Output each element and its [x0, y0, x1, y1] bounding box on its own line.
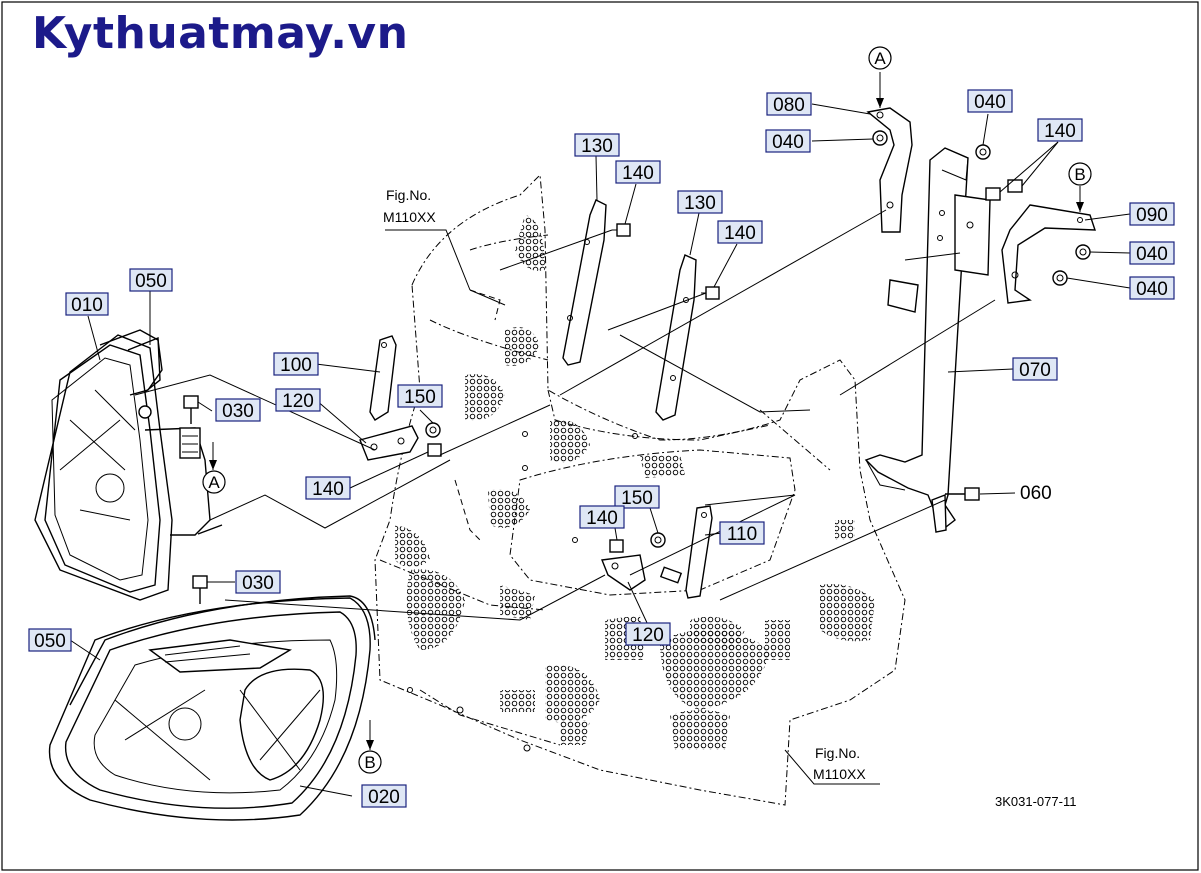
screw-030-upper [183, 395, 199, 424]
bolt-140-upper-right [701, 286, 720, 300]
part-label-050-lower[interactable]: 050 [34, 631, 66, 652]
part-label-070[interactable]: 070 [1019, 360, 1051, 381]
ref-letter-b-right: B [1074, 165, 1085, 184]
ref-letter-a-left: A [208, 473, 220, 492]
bracket-130-right [655, 254, 697, 421]
headlight-020 [48, 597, 371, 821]
nut-040-d [1052, 270, 1068, 286]
fig-ref-top-line2: M110XX [383, 209, 436, 225]
bracket-110 [659, 505, 713, 599]
nut-150-center [650, 532, 666, 548]
bolt-140-right-b [1007, 179, 1023, 193]
bracket-130-left [562, 199, 607, 366]
part-label-100[interactable]: 100 [280, 355, 312, 376]
leader-lines [69, 72, 1131, 797]
bracket-080 [866, 107, 913, 233]
part-label-140-center[interactable]: 140 [586, 508, 618, 529]
part-label-140-left[interactable]: 140 [312, 479, 344, 500]
part-label-120-left[interactable]: 120 [282, 391, 314, 412]
part-label-040-c[interactable]: 040 [1136, 244, 1168, 265]
part-label-140-upper-left[interactable]: 140 [622, 163, 654, 184]
gasket-050-upper [99, 329, 163, 396]
fig-ref-bottom-line2: M110XX [813, 766, 866, 782]
part-label-120-center[interactable]: 120 [632, 625, 664, 646]
part-label-010[interactable]: 010 [71, 295, 103, 316]
part-label-030-lower[interactable]: 030 [242, 573, 274, 594]
nut-040-c [1075, 244, 1091, 260]
ref-circle-a-left: A [202, 470, 226, 494]
part-label-040-b[interactable]: 040 [772, 132, 804, 153]
part-label-150-center[interactable]: 150 [621, 488, 653, 509]
bolt-060 [945, 487, 980, 501]
part-label-040-a[interactable]: 040 [974, 92, 1006, 113]
watermark-logo: Kythuatmay.vn [32, 8, 409, 59]
part-label-130-left[interactable]: 130 [581, 136, 613, 157]
part-labels: 010 050 030 030 050 020 100 120 140 150 … [28, 89, 1175, 808]
bracket-090 [1001, 204, 1096, 304]
part-label-050-upper[interactable]: 050 [135, 271, 167, 292]
bolt-140-right-a [985, 187, 1001, 201]
fig-ref-top-line1: Fig.No. [386, 187, 431, 203]
ref-letter-a-top: A [874, 49, 886, 68]
bracket-120-center [601, 554, 646, 591]
fig-ref-bottom-line1: Fig.No. [815, 745, 860, 761]
bolt-140-upper-left [612, 223, 631, 237]
nut-150-left [425, 422, 441, 438]
part-label-020[interactable]: 020 [368, 787, 400, 808]
part-label-140-right[interactable]: 140 [1044, 121, 1076, 142]
hood-panel [374, 173, 906, 806]
drawing-code: 3K031-077-11 [995, 794, 1076, 809]
nut-040-b [872, 130, 888, 146]
bracket-120-left [359, 425, 419, 461]
part-label-110[interactable]: 110 [727, 524, 757, 545]
part-label-030-upper[interactable]: 030 [222, 401, 254, 422]
part-label-080[interactable]: 080 [773, 95, 805, 116]
part-label-090[interactable]: 090 [1136, 205, 1168, 226]
bolt-140-center [609, 539, 624, 553]
screw-030-lower [192, 575, 208, 604]
ref-circle-b-right: B [1068, 162, 1092, 186]
part-label-140-upper-right[interactable]: 140 [724, 223, 756, 244]
ref-letter-b-bottom: B [364, 753, 375, 772]
bolt-140-left [427, 443, 442, 457]
ref-circle-a-top: A [868, 46, 892, 70]
part-label-150-left[interactable]: 150 [404, 387, 436, 408]
headlight-010 [34, 334, 223, 601]
ref-circle-b-bottom: B [358, 750, 382, 774]
part-label-040-d[interactable]: 040 [1136, 279, 1168, 300]
bracket-100 [369, 335, 397, 421]
nut-040-a [975, 144, 991, 160]
stay-070 [864, 147, 991, 533]
part-label-130-right[interactable]: 130 [684, 193, 716, 214]
part-label-060[interactable]: 060 [1020, 483, 1052, 504]
